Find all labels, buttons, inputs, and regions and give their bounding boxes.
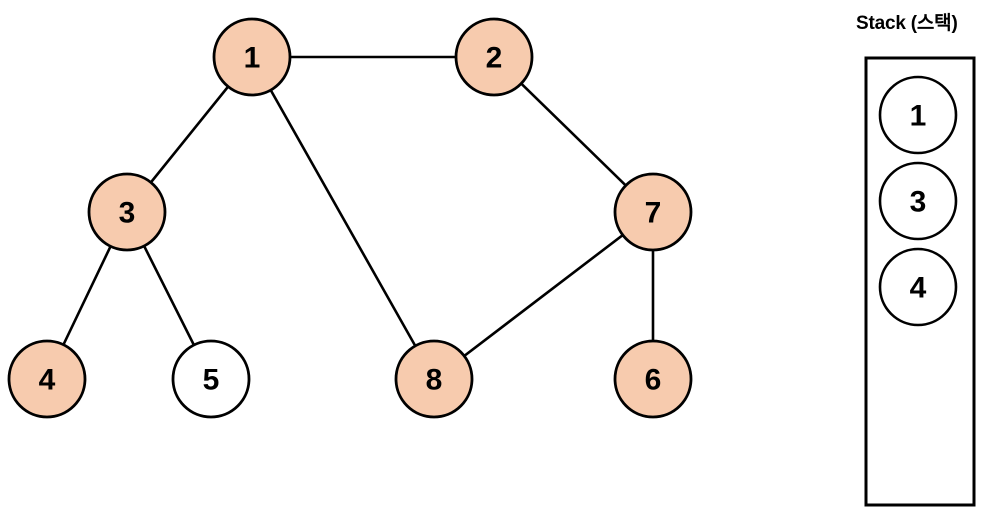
graph-node-label: 4 [39,364,56,397]
graph-node-4[interactable]: 4 [7,339,87,419]
stack-item-4[interactable]: 4 [878,247,958,327]
graph-node-3[interactable]: 3 [87,172,167,252]
stack-container [864,56,976,507]
graph-node-shape[interactable] [212,17,292,97]
graph-node-label: 1 [244,42,261,75]
stack-item-shape[interactable] [878,247,958,327]
graph-node-shape[interactable] [454,17,534,97]
stack-item-3[interactable]: 3 [878,161,958,241]
graph-edge [432,210,655,381]
stack-item-shape[interactable] [878,161,958,241]
graph-node-shape[interactable] [613,172,693,252]
graph-node-1[interactable]: 1 [212,17,292,97]
graph-node-shape[interactable] [7,339,87,419]
graph-node-8[interactable]: 8 [394,339,474,419]
stack-item-label: 4 [910,272,927,305]
graph-node-2[interactable]: 2 [454,17,534,97]
graph-node-shape[interactable] [613,339,693,419]
graph-node-shape[interactable] [394,339,474,419]
graph-node-label: 8 [426,364,443,397]
graph-node-label: 6 [645,364,662,397]
graph-node-7[interactable]: 7 [613,172,693,252]
graph-node-6[interactable]: 6 [613,339,693,419]
graph-edge [250,55,436,381]
graph-node-5[interactable]: 5 [171,339,251,419]
graph-node-label: 3 [119,197,136,230]
stack-item-1[interactable]: 1 [878,75,958,155]
stack-item-shape[interactable] [878,75,958,155]
graph-node-label: 7 [645,197,662,230]
stack-panel-title: Stack (스택) [856,13,958,34]
graph-node-shape[interactable] [171,339,251,419]
graph-node-label: 5 [203,364,220,397]
stack-item-label: 3 [910,186,927,219]
graph-node-label: 2 [486,42,503,75]
stack-item-label: 1 [910,100,927,133]
graph-nodes-layer: 1 2 3 7 4 5 8 6 [7,17,693,419]
graph-node-shape[interactable] [87,172,167,252]
stack-layer: 1 3 4 [864,56,976,507]
